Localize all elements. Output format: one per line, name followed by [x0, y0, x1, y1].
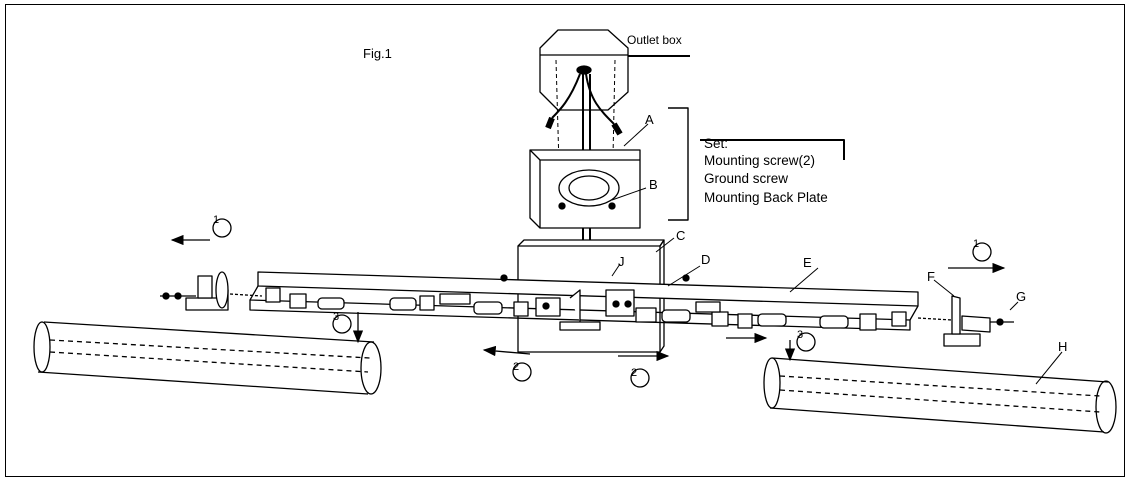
step-number: 3	[797, 329, 803, 341]
set-item: Mounting Back Plate	[704, 190, 828, 205]
set-heading: Set:	[704, 136, 729, 151]
label-e: E	[803, 255, 812, 270]
right-tube	[763, 357, 1117, 434]
sockets-left	[265, 287, 529, 317]
step-circles	[212, 218, 992, 388]
step-number: 1	[213, 214, 219, 226]
direction-arrows	[170, 234, 1006, 362]
set-item: Ground screw	[704, 171, 789, 186]
step-number: 3	[333, 311, 339, 323]
sockets-right	[635, 301, 907, 331]
label-g: G	[1016, 289, 1027, 304]
label-f: F	[927, 269, 935, 284]
label-a: A	[645, 112, 654, 127]
label-c: C	[676, 228, 686, 243]
figure-frame	[5, 4, 1125, 477]
step-number: 1	[973, 238, 979, 250]
label-h: H	[1058, 339, 1068, 354]
outlet-box	[539, 29, 690, 111]
left-end-bracket	[160, 271, 263, 311]
screw	[500, 274, 508, 282]
step-number: 2	[513, 361, 519, 373]
step-number: 2	[631, 367, 637, 379]
figure-title: Fig.1	[363, 46, 392, 61]
label-d: D	[701, 252, 711, 267]
set-item: Mounting screw(2)	[704, 153, 816, 168]
screw-d	[682, 274, 690, 282]
mounting-back-plate	[529, 149, 641, 229]
outlet-box-label: Outlet box	[627, 33, 682, 47]
center-brackets	[535, 289, 635, 331]
right-end-bracket	[917, 295, 1014, 347]
leader-lines	[611, 123, 1063, 385]
label-b: B	[649, 177, 658, 192]
left-tube	[33, 321, 382, 395]
label-j: J	[618, 254, 625, 269]
set-bracket	[668, 107, 689, 221]
